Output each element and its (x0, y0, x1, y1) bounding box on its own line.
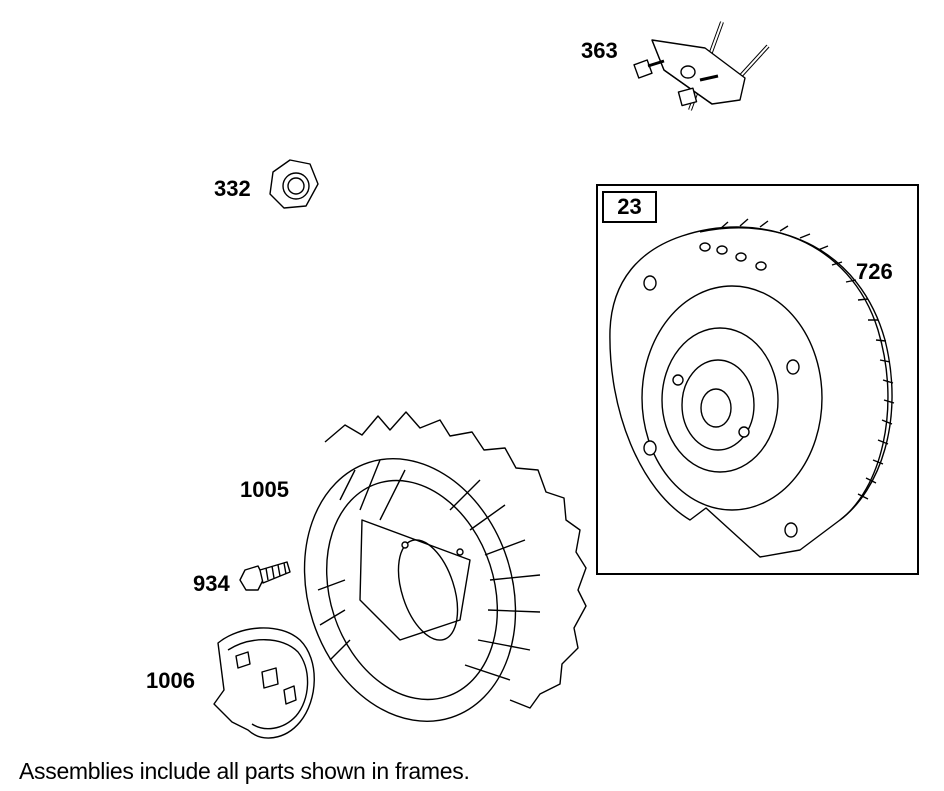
assembly-frame (596, 184, 919, 575)
part-726-flywheel (609, 218, 895, 558)
label-363: 363 (581, 38, 618, 63)
part-1005-fan (303, 411, 587, 722)
label-934: 934 (193, 571, 230, 596)
frame-label-23: 23 (602, 191, 657, 223)
part-363-puller-bracket (633, 21, 770, 111)
part-934-screw (239, 561, 291, 591)
part-332-hex-nut (269, 159, 319, 209)
label-1006: 1006 (146, 668, 195, 693)
footnote: Assemblies include all parts shown in fr… (19, 758, 470, 784)
label-332: 332 (214, 176, 251, 201)
label-1005: 1005 (240, 477, 289, 502)
label-726: 726 (856, 259, 893, 284)
part-1006-screen (213, 627, 315, 739)
